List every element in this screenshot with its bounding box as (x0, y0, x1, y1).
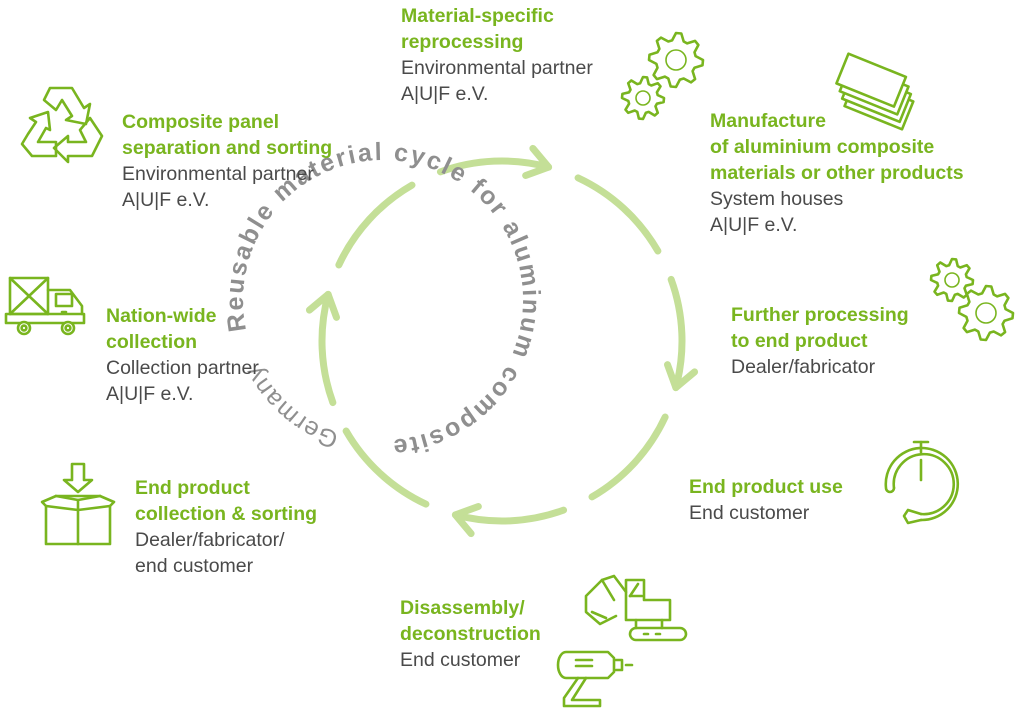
step-title-line: materials or other products (710, 162, 964, 184)
step-actor-line: Environmental partner (122, 163, 314, 185)
gear-hub (944, 272, 960, 288)
step-actor-line: A|U|F e.V. (710, 214, 798, 236)
step-actor-line: A|U|F e.V. (122, 189, 210, 211)
step-actor-line: end customer (135, 555, 254, 577)
gear-hub (635, 90, 651, 106)
cycle-arrow-arc (588, 413, 669, 501)
step-actor-line: A|U|F e.V. (401, 83, 489, 105)
step-composite-panel-separation: Composite panel separation and sorting E… (122, 109, 332, 213)
recycle-icon (20, 84, 104, 164)
step-title-line: collection (106, 331, 198, 353)
stopwatch-cycle-icon (880, 438, 962, 528)
cycle-arrowhead (451, 503, 482, 538)
step-reprocessing: Material-specific reprocessing Environme… (401, 3, 593, 107)
gear-outline (957, 284, 1015, 342)
step-actor-line: End customer (400, 649, 521, 671)
step-actor-line: End customer (689, 502, 810, 524)
step-actor-line: Collection partner (106, 357, 259, 379)
step-title-line: Disassembly/ (400, 597, 525, 619)
cycle-arrowhead (664, 361, 699, 392)
step-title-line: Manufacture (710, 110, 826, 132)
step-end-product-use: End product use End customer (689, 474, 843, 526)
cycle-arrows (305, 144, 699, 538)
cycle-arrow-arc (574, 174, 662, 255)
cycle-arrow-arc (436, 157, 553, 176)
gears-icon (928, 256, 1020, 346)
step-nation-wide-collection: Nation-wide collection Collection partne… (106, 303, 259, 407)
step-title-line: End product (135, 477, 250, 499)
step-actor-line: Dealer/fabricator/ (135, 529, 285, 551)
step-title-line: deconstruction (400, 623, 541, 645)
gear-outline (929, 257, 975, 303)
step-manufacture: Manufacture of aluminium composite mater… (710, 108, 964, 238)
step-further-processing: Further processing to end product Dealer… (731, 302, 909, 380)
box-arrow-down-icon (40, 462, 116, 546)
gear-hub (975, 302, 997, 324)
cycle-arrow-arc (342, 427, 430, 508)
gear-hub (665, 49, 687, 71)
step-end-product-collection: End product collection & sorting Dealer/… (135, 475, 317, 579)
step-title-line: Further processing (731, 304, 909, 326)
gear-outline (620, 75, 666, 121)
cycle-arrowhead (522, 144, 553, 179)
step-disassembly: Disassembly/ deconstruction End customer (400, 595, 541, 673)
gears-icon (618, 30, 706, 121)
step-title-line: Material-specific (401, 5, 554, 27)
step-title-line: End product use (689, 476, 843, 498)
cycle-arrow-arc (335, 181, 416, 269)
step-title-line: separation and sorting (122, 137, 333, 159)
step-title-line: of aluminium composite (710, 136, 935, 158)
truck-icon (4, 276, 88, 336)
step-actor-line: A|U|F e.V. (106, 383, 194, 405)
step-actor-line: Environmental partner (401, 57, 593, 79)
cycle-arrow-arc (318, 290, 337, 407)
gear-outline (647, 31, 705, 89)
step-actor-line: Dealer/fabricator (731, 356, 876, 378)
step-title-line: reprocessing (401, 31, 524, 53)
cycle-arrow-arc (451, 506, 568, 525)
step-title-line: Nation-wide (106, 305, 217, 327)
step-title-line: to end product (731, 330, 868, 352)
step-title-line: collection & sorting (135, 503, 318, 525)
panels-stack-icon (828, 52, 928, 140)
excavator-drill-icon (556, 572, 696, 712)
step-title-line: Composite panel (122, 111, 280, 133)
step-actor-line: System houses (710, 188, 844, 210)
cycle-arrowhead (305, 290, 340, 321)
cycle-arrow-arc (667, 275, 686, 392)
